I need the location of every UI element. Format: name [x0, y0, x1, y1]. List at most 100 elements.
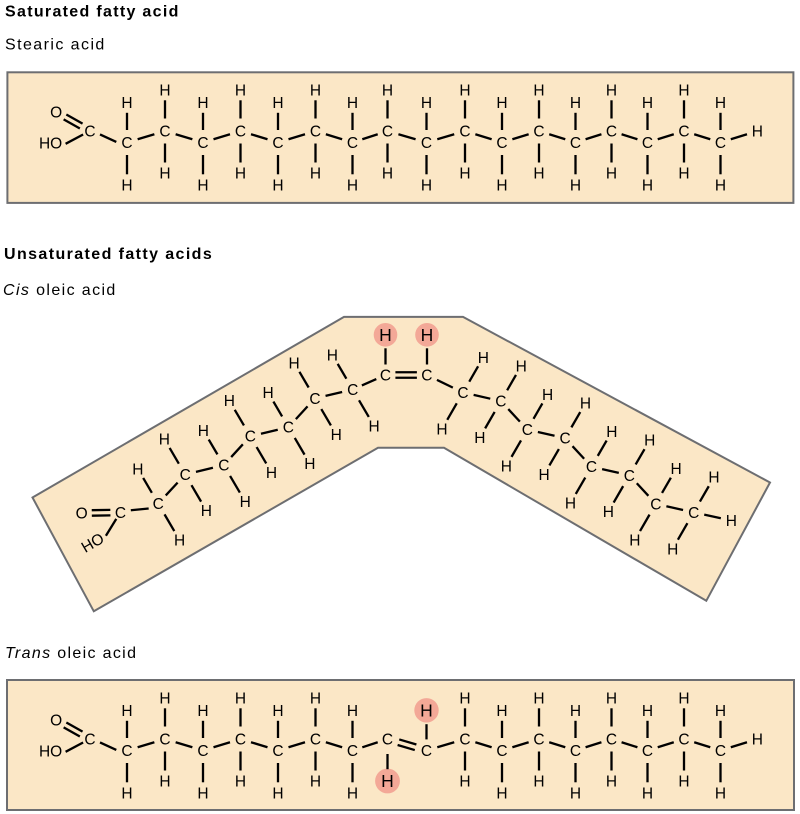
svg-text:C: C: [624, 468, 635, 485]
svg-text:H: H: [121, 177, 132, 194]
svg-text:H: H: [644, 433, 655, 450]
svg-text:C: C: [121, 743, 132, 760]
svg-text:C: C: [496, 743, 507, 760]
svg-text:C: C: [606, 732, 617, 749]
svg-text:C: C: [421, 368, 432, 385]
svg-text:C: C: [570, 135, 581, 152]
svg-text:H: H: [496, 785, 507, 802]
svg-text:H: H: [459, 774, 470, 791]
svg-text:C: C: [115, 505, 126, 522]
svg-text:H: H: [606, 166, 617, 183]
svg-text:H: H: [121, 95, 132, 112]
svg-text:H: H: [382, 166, 393, 183]
svg-text:H: H: [224, 393, 235, 410]
svg-text:C: C: [678, 124, 689, 141]
svg-text:C: C: [642, 135, 653, 152]
svg-text:H: H: [496, 177, 507, 194]
svg-text:C: C: [121, 135, 132, 152]
svg-text:H: H: [708, 470, 719, 487]
svg-text:C: C: [457, 385, 468, 402]
svg-text:C: C: [421, 135, 432, 152]
svg-text:H: H: [132, 461, 143, 478]
svg-text:H: H: [235, 166, 246, 183]
svg-text:Cis oleic acid: Cis oleic acid: [3, 282, 117, 299]
svg-text:H: H: [272, 177, 283, 194]
svg-text:H: H: [570, 703, 581, 720]
svg-text:H: H: [533, 82, 544, 99]
svg-text:O: O: [50, 713, 62, 730]
svg-text:C: C: [533, 124, 544, 141]
svg-text:H: H: [347, 177, 358, 194]
svg-text:H: H: [752, 124, 763, 141]
svg-text:C: C: [347, 743, 358, 760]
svg-text:H: H: [347, 95, 358, 112]
svg-text:C: C: [650, 496, 661, 513]
svg-text:H: H: [235, 82, 246, 99]
svg-text:H: H: [459, 166, 470, 183]
svg-text:H: H: [496, 95, 507, 112]
svg-text:H: H: [501, 459, 512, 476]
svg-text:C: C: [642, 743, 653, 760]
svg-text:Trans oleic acid: Trans oleic acid: [5, 645, 137, 662]
svg-text:H: H: [266, 465, 277, 482]
svg-text:H: H: [381, 771, 394, 791]
svg-text:H: H: [459, 690, 470, 707]
svg-text:Stearic acid: Stearic acid: [5, 36, 106, 53]
svg-text:C: C: [380, 368, 391, 385]
svg-text:C: C: [586, 459, 597, 476]
svg-text:H: H: [715, 95, 726, 112]
svg-text:H: H: [331, 427, 342, 444]
svg-text:C: C: [309, 391, 320, 408]
svg-text:H: H: [272, 703, 283, 720]
svg-text:C: C: [688, 505, 699, 522]
svg-text:H: H: [420, 701, 433, 721]
svg-text:H: H: [201, 503, 212, 520]
svg-text:H: H: [570, 177, 581, 194]
svg-text:H: H: [240, 494, 251, 511]
svg-text:H: H: [533, 774, 544, 791]
svg-text:C: C: [678, 732, 689, 749]
svg-text:C: C: [245, 429, 256, 446]
svg-text:H: H: [421, 325, 434, 345]
svg-text:Unsaturated fatty acids: Unsaturated fatty acids: [4, 246, 213, 263]
svg-text:Saturated fatty acid: Saturated fatty acid: [5, 3, 180, 20]
svg-text:H: H: [347, 703, 358, 720]
svg-text:C: C: [522, 422, 533, 439]
svg-text:H: H: [235, 774, 246, 791]
svg-text:H: H: [538, 467, 549, 484]
svg-text:H: H: [159, 166, 170, 183]
svg-text:H: H: [197, 703, 208, 720]
svg-text:H: H: [197, 785, 208, 802]
svg-text:H: H: [121, 785, 132, 802]
svg-text:H: H: [678, 166, 689, 183]
svg-text:C: C: [283, 420, 294, 437]
svg-text:C: C: [347, 382, 358, 399]
svg-text:HO: HO: [39, 743, 62, 760]
svg-text:H: H: [565, 496, 576, 513]
svg-text:H: H: [421, 95, 432, 112]
svg-text:H: H: [715, 177, 726, 194]
svg-text:C: C: [218, 458, 229, 475]
svg-text:H: H: [629, 533, 640, 550]
svg-text:H: H: [533, 690, 544, 707]
svg-text:H: H: [436, 421, 447, 438]
svg-text:C: C: [495, 394, 506, 411]
svg-text:H: H: [642, 177, 653, 194]
svg-text:C: C: [197, 135, 208, 152]
svg-text:C: C: [159, 732, 170, 749]
svg-text:H: H: [678, 82, 689, 99]
svg-text:C: C: [382, 124, 393, 141]
svg-text:H: H: [516, 358, 527, 375]
svg-text:H: H: [606, 82, 617, 99]
svg-text:C: C: [496, 135, 507, 152]
svg-text:C: C: [272, 743, 283, 760]
svg-text:H: H: [459, 82, 470, 99]
svg-text:C: C: [347, 135, 358, 152]
svg-text:H: H: [642, 95, 653, 112]
svg-text:H: H: [310, 166, 321, 183]
svg-text:H: H: [726, 513, 737, 530]
svg-text:H: H: [310, 690, 321, 707]
svg-text:C: C: [570, 743, 581, 760]
svg-text:H: H: [678, 774, 689, 791]
svg-text:H: H: [478, 350, 489, 367]
